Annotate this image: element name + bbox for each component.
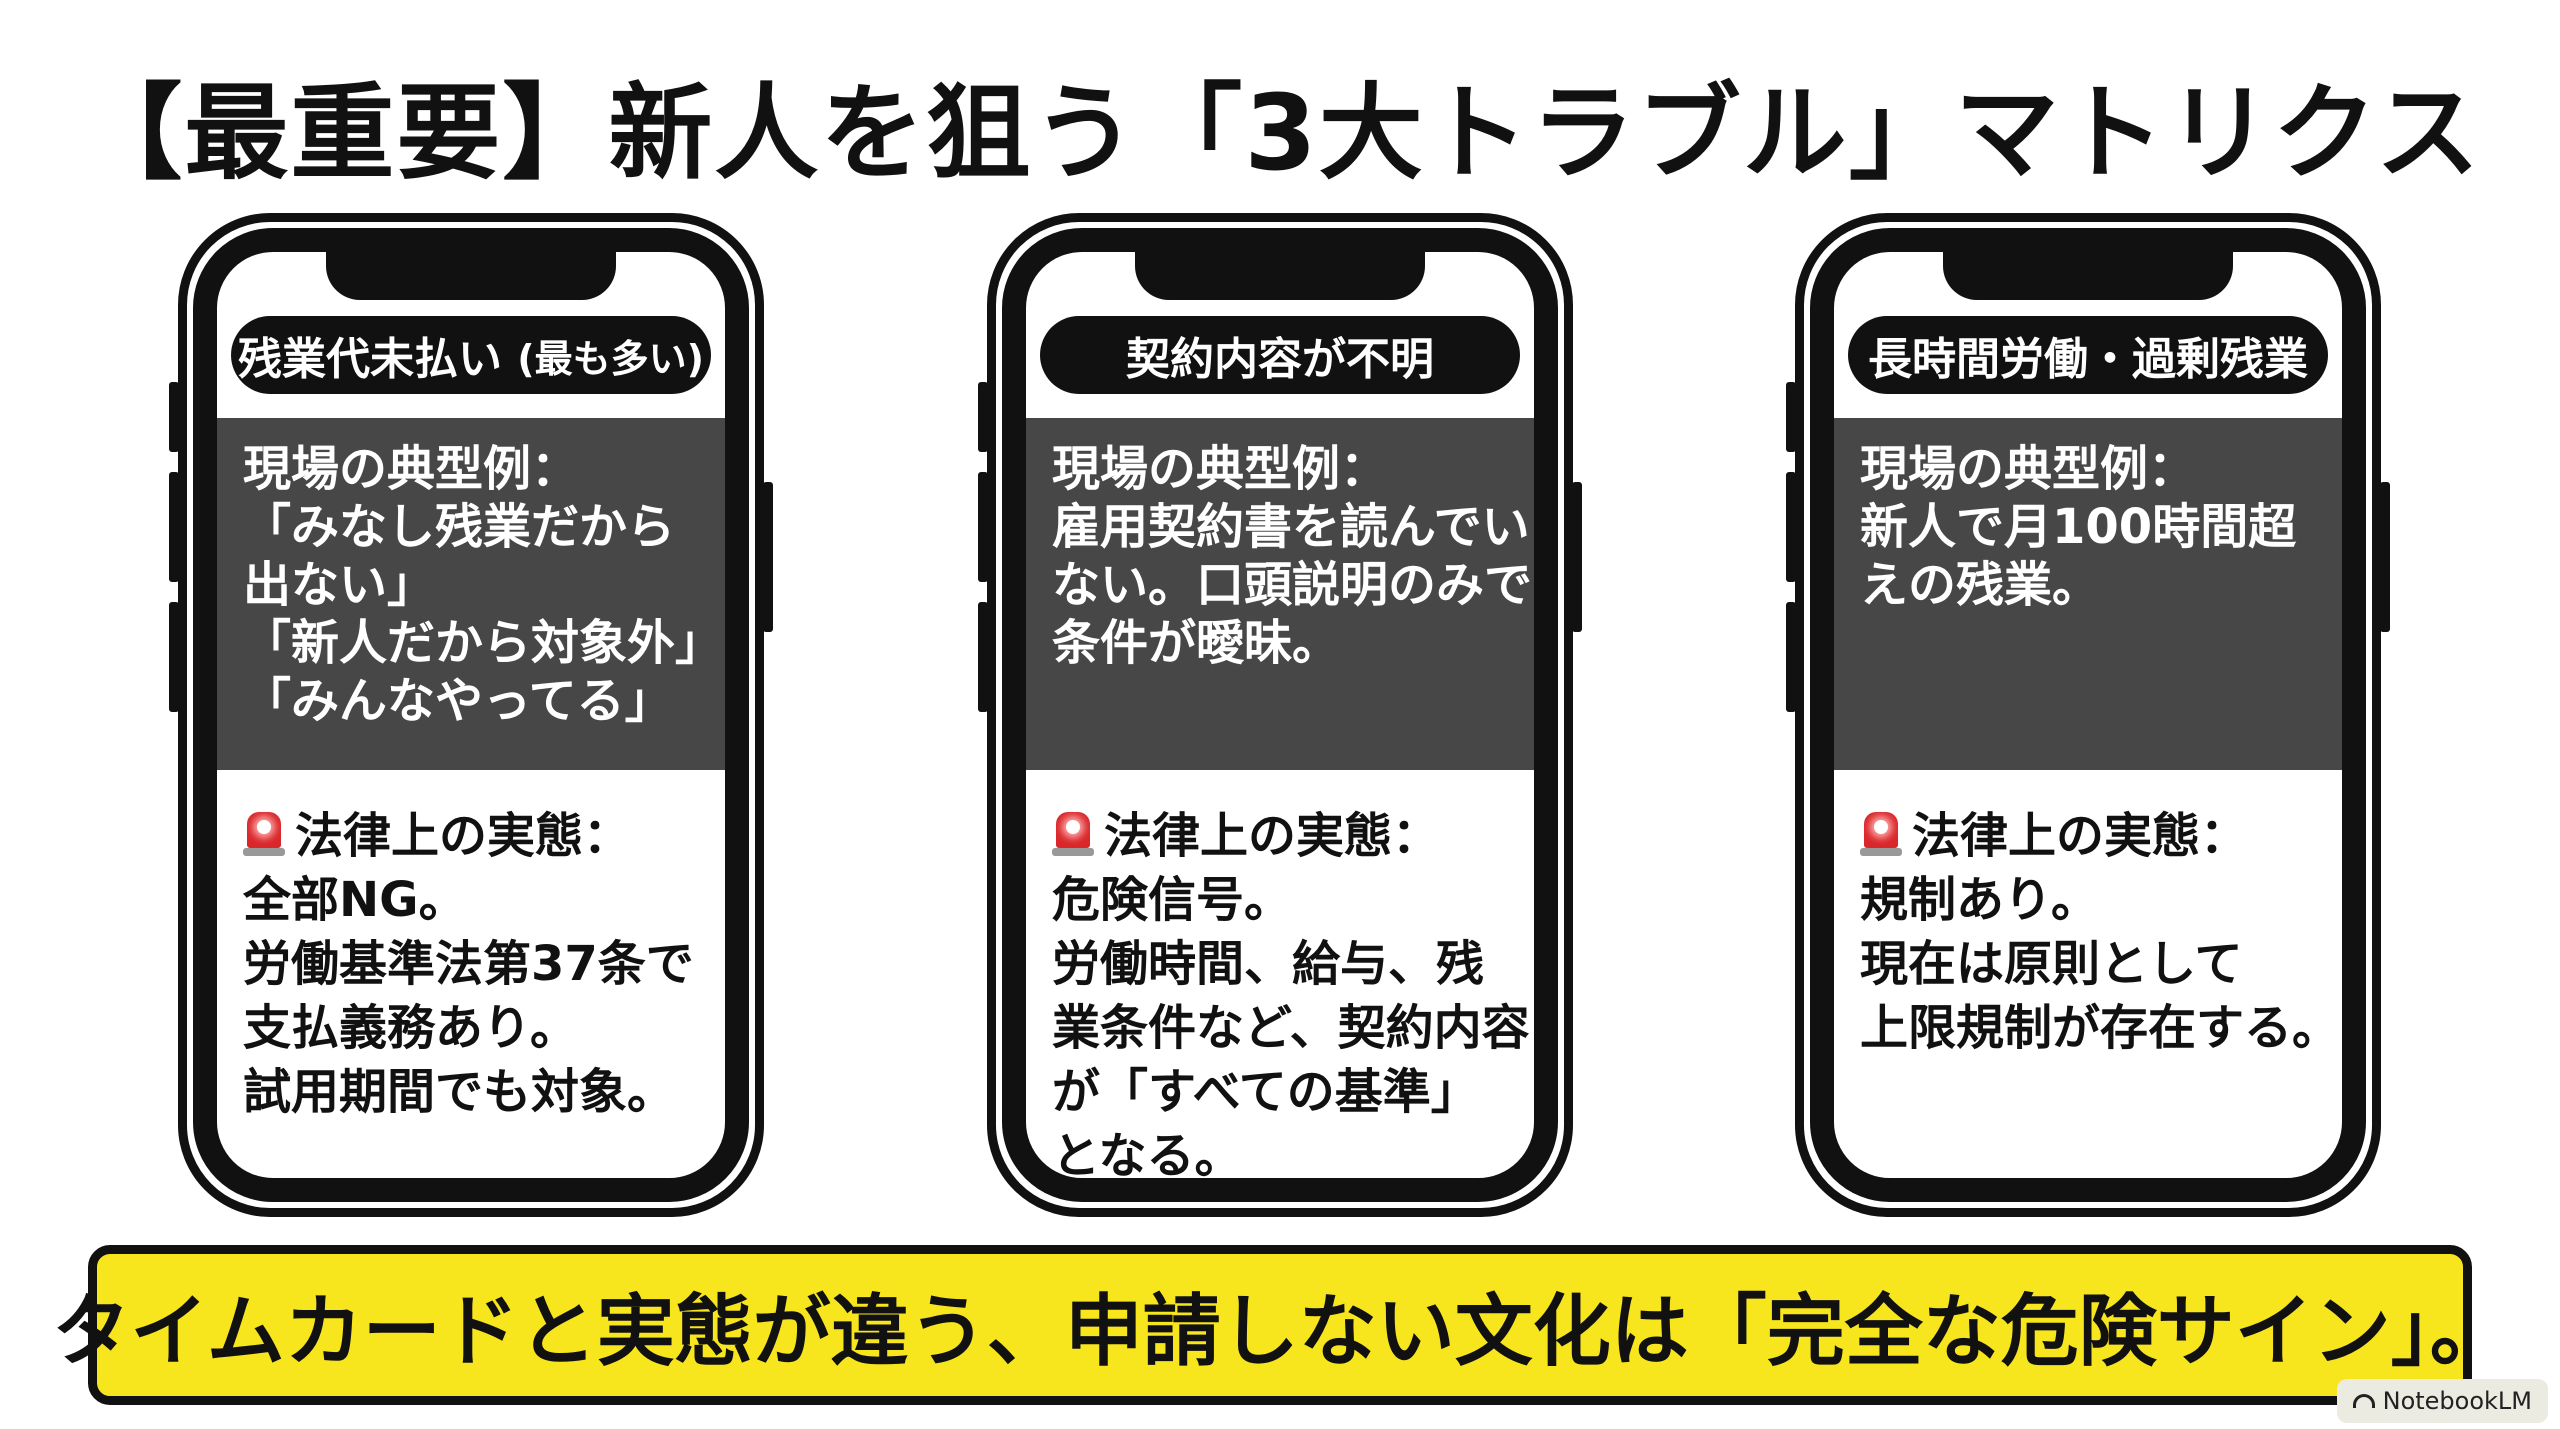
law-line: 業条件など、契約内容 (1052, 1000, 1530, 1056)
law-heading: 法律上の実態： (1912, 808, 2249, 864)
law-line: 全部NG。 (243, 872, 467, 928)
phone-side-button (1786, 472, 1796, 582)
phone-side-button (978, 602, 988, 712)
phone-side-button (1786, 382, 1796, 452)
law-section: 法律上の実態： 規制あり。現在は原則として上限規制が存在する。 (1834, 804, 2342, 1060)
example-line: えの残業。 (1860, 557, 2101, 613)
example-line: 現場の典型例： (1052, 441, 1389, 497)
phone-card: 長時間労働・過剰残業現場の典型例：新人で月100時間超えの残業。法律上の実態： 規… (1786, 213, 2390, 1217)
phone-side-button (763, 482, 773, 632)
example-line: 条件が曖昧。 (1052, 615, 1341, 671)
phone-card: 契約内容が不明現場の典型例：雇用契約書を読んでいない。口頭説明のみで条件が曖昧。… (978, 213, 1582, 1217)
law-line: となる。 (1052, 1128, 1243, 1184)
phone-screen: 残業代未払い (最も多い) 現場の典型例：「みなし残業だから出ない」「新人だから対… (193, 228, 749, 1202)
law-line: 労働時間、給与、残 (1052, 936, 1485, 992)
card-header: 契約内容が不明 (1040, 316, 1520, 394)
card-header: 残業代未払い (最も多い) (231, 316, 711, 394)
phone-side-button (978, 472, 988, 582)
police-siren-icon (243, 812, 285, 856)
law-line: 労働基準法第37条で (243, 936, 694, 992)
phone-notch (1943, 252, 2233, 300)
phone-side-button (169, 382, 179, 452)
example-panel: 現場の典型例：新人で月100時間超えの残業。 (1834, 418, 2342, 770)
notebooklm-badge: NotebookLM (2336, 1379, 2548, 1423)
banner-text: タイムカードと実態が違う、申請しない文化は「完全な危険サイン」。 (52, 1287, 2508, 1377)
phone-side-button (978, 382, 988, 452)
law-line: 危険信号。 (1052, 872, 1293, 928)
notebooklm-logo-icon (2352, 1394, 2375, 1408)
law-line: 規制あり。 (1860, 872, 2100, 928)
phone-screen: 契約内容が不明現場の典型例：雇用契約書を読んでいない。口頭説明のみで条件が曖昧。… (1002, 228, 1558, 1202)
phone-notch (1135, 252, 1425, 300)
law-line: 支払義務あり。 (243, 1000, 579, 1056)
warning-banner: タイムカードと実態が違う、申請しない文化は「完全な危険サイン」。 (52, 1245, 2508, 1405)
watermark-text: NotebookLM (2382, 1387, 2532, 1415)
example-line: 現場の典型例： (243, 441, 580, 497)
card-header-note: (最も多い) (517, 336, 705, 381)
law-heading: 法律上の実態： (1104, 808, 1441, 864)
law-section: 法律上の実態： 危険信号。労働時間、給与、残業条件など、契約内容が「すべての基準」… (1026, 804, 1534, 1184)
example-line: 現場の典型例： (1860, 441, 2197, 497)
law-line: 試用期間でも対象。 (243, 1064, 676, 1120)
law-heading: 法律上の実態： (295, 808, 632, 864)
phone-side-button (169, 472, 179, 582)
police-siren-icon (1052, 812, 1094, 856)
law-line: が「すべての基準」 (1052, 1064, 1479, 1120)
example-panel: 現場の典型例：「みなし残業だから出ない」「新人だから対象外」「みんなやってる」 (217, 418, 725, 770)
law-line: 上限規制が存在する。 (1860, 1000, 2341, 1056)
card-header-text: 残業代未払い (237, 334, 502, 385)
card-header-text: 長時間労働・過剰残業 (1868, 334, 2308, 385)
phone-card: 残業代未払い (最も多い) 現場の典型例：「みなし残業だから出ない」「新人だから対… (169, 213, 773, 1217)
card-header: 長時間労働・過剰残業 (1848, 316, 2328, 394)
law-section: 法律上の実態： 全部NG。労働基準法第37条で支払義務あり。試用期間でも対象。 (217, 804, 725, 1124)
example-line: 出ない」 (243, 557, 436, 613)
police-siren-icon (1860, 812, 1902, 856)
example-panel: 現場の典型例：雇用契約書を読んでいない。口頭説明のみで条件が曖昧。 (1026, 418, 1534, 770)
law-line: 現在は原則として (1860, 936, 2243, 992)
example-line: 雇用契約書を読んでい (1052, 499, 1530, 555)
example-line: ない。口頭説明のみで (1052, 557, 1533, 613)
example-line: 「みなし残業だから (243, 499, 676, 555)
phone-side-button (1786, 602, 1796, 712)
phone-screen: 長時間労働・過剰残業現場の典型例：新人で月100時間超えの残業。法律上の実態： 規… (1810, 228, 2366, 1202)
example-line: 新人で月100時間超 (1860, 499, 2297, 555)
phone-side-button (1572, 482, 1582, 632)
example-line: 「みんなやってる」 (243, 673, 673, 729)
example-line: 「新人だから対象外」 (243, 615, 724, 671)
phone-side-button (2380, 482, 2390, 632)
phone-notch (326, 252, 616, 300)
phone-side-button (169, 602, 179, 712)
card-header-text: 契約内容が不明 (1126, 334, 1434, 385)
page-title: 【最重要】新人を狙う「3大トラブル」マトリクス (78, 72, 2482, 194)
